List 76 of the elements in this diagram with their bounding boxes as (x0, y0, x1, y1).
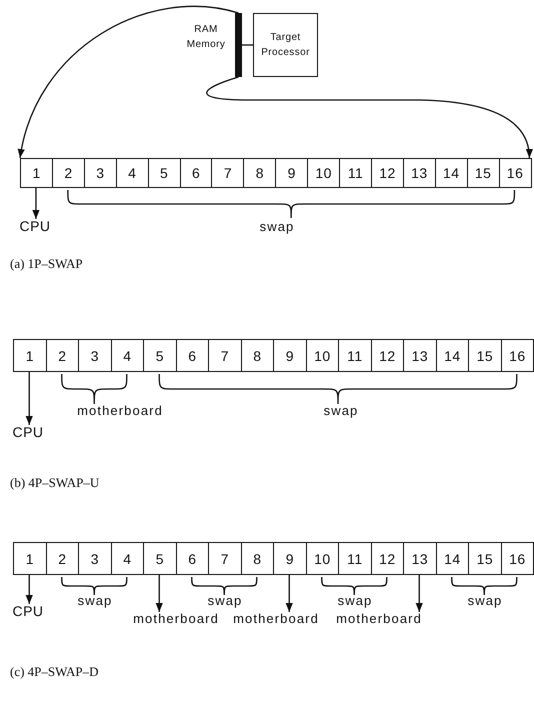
memory-slot: 3 (78, 339, 112, 372)
arrow (156, 575, 163, 612)
memory-slot: 1 (13, 339, 47, 372)
memory-slot: 7 (208, 339, 242, 372)
memory-slot: 4 (116, 158, 149, 188)
connector-line (242, 44, 253, 46)
memory-slot: 15 (466, 158, 500, 188)
memory-slot: 15 (468, 542, 502, 575)
memory-slot: 14 (436, 339, 470, 372)
memory-slot: 8 (243, 158, 276, 188)
arrow (206, 76, 532, 158)
processor-box: Target Processor (253, 13, 318, 77)
brace-label: swap (336, 594, 374, 608)
brace-label: swap (76, 594, 114, 608)
memory-slot: 7 (211, 158, 245, 188)
memory-slot: 1 (13, 542, 47, 575)
memory-slot: 14 (436, 542, 470, 575)
memory-slot: 9 (273, 339, 307, 372)
memory-slot: 8 (240, 339, 274, 372)
memory-slot: 13 (402, 158, 436, 188)
memory-slot: 5 (148, 158, 181, 188)
memory-slot: 5 (143, 542, 177, 575)
memory-slot: 11 (338, 542, 372, 575)
memory-slot: 5 (143, 339, 177, 372)
motherboard-label: motherboard (334, 612, 424, 626)
memory-slot: 8 (240, 542, 274, 575)
motherboard-label: motherboard (131, 612, 221, 626)
cpu-label: CPU (17, 219, 53, 234)
memory-slot: 13 (403, 542, 437, 575)
brace-label: swap (206, 594, 244, 608)
memory-slot: 9 (275, 158, 308, 188)
memory-slot: 9 (273, 542, 307, 575)
memory-slot: 12 (370, 542, 404, 575)
memory-slot: 15 (468, 339, 502, 372)
memory-slot: 12 (370, 339, 404, 372)
memory-slot: 3 (84, 158, 117, 188)
memory-slot: 16 (500, 542, 534, 575)
memory-slot: 1 (20, 158, 54, 188)
arrow (286, 575, 293, 612)
memory-slot: 16 (498, 158, 532, 188)
memory-slot: 2 (52, 158, 86, 188)
memory-slot: 2 (46, 542, 80, 575)
brace-label: swap (466, 594, 504, 608)
memory-slot: 6 (176, 542, 210, 575)
memory-slot: 2 (46, 339, 80, 372)
subfigure-caption: (b) 4P–SWAP–U (10, 475, 100, 491)
subfigure-caption: (a) 1P–SWAP (10, 256, 83, 272)
cpu-label: CPU (10, 425, 46, 440)
memory-slot: 7 (208, 542, 242, 575)
memory-slot: 3 (78, 542, 112, 575)
memory-bar (235, 13, 242, 77)
arrow (416, 575, 423, 612)
memory-slot: 4 (110, 542, 144, 575)
memory-slot: 10 (307, 158, 340, 188)
memory-slot: 14 (434, 158, 468, 188)
arrow (32, 188, 40, 219)
cpu-label: CPU (10, 604, 46, 620)
brace-label: swap (258, 220, 296, 234)
memory-slot: 6 (180, 158, 213, 188)
brace-label: swap (322, 404, 360, 418)
arrow (18, 6, 239, 158)
arrow (26, 575, 33, 604)
motherboard-label: motherboard (231, 612, 321, 626)
memory-slot: 16 (500, 339, 534, 372)
memory-slot: 13 (403, 339, 437, 372)
subfigure-caption: (c) 4P–SWAP–D (10, 664, 98, 680)
memory-slot: 6 (176, 339, 210, 372)
memory-label: RAM Memory (186, 23, 226, 52)
memory-slot: 10 (306, 339, 340, 372)
brace-label: motherboard (76, 404, 164, 418)
memory-slot: 10 (306, 542, 340, 575)
arrow (26, 372, 33, 425)
memory-slot: 11 (338, 339, 372, 372)
memory-slot: 4 (110, 339, 144, 372)
memory-slot: 12 (370, 158, 404, 188)
memory-slot: 11 (339, 158, 372, 188)
